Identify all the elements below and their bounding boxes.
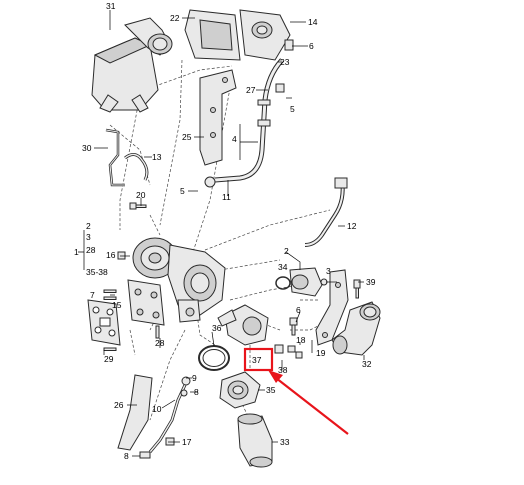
highlight-arrow-line [275,377,349,435]
gasket-ring [198,345,230,371]
hose-33 [237,413,273,468]
callout-1: 1 [74,247,79,257]
callout-15: 15 [112,300,122,310]
callout-23: 23 [280,57,290,67]
sensor-line [105,128,149,187]
highlight-marker [243,347,349,435]
callout-38: 38 [278,365,288,375]
callout-22: 22 [170,13,180,23]
callout-4: 4 [232,134,237,144]
callout-32: 32 [362,359,372,369]
gasket-29 [87,299,121,346]
highlight-arrow-head [268,370,283,383]
callout-27: 27 [246,85,256,95]
catalytic-converter [91,17,173,113]
callout-39: 39 [366,277,376,287]
highlight-box [243,347,274,372]
callout-16: 16 [106,250,116,260]
pipe-assembly [204,39,294,188]
callout-18: 18 [296,335,306,345]
part-35 [219,371,261,409]
turbo-flange [127,279,165,326]
callout-28b: 28 [155,338,165,348]
bracket-19 [315,269,349,346]
callout-6b: 6 [296,305,301,315]
callout-3: 3 [86,232,91,242]
callout-31: 31 [106,1,116,11]
water-pipe [304,177,348,247]
wastegate-actuator [217,304,269,346]
callout-17: 17 [182,437,192,447]
callout-30: 30 [82,143,92,153]
callout-labels: 31 22 14 6 23 27 5 25 4 30 13 12 5 11 20… [74,1,376,461]
callout-36: 36 [212,323,222,333]
bolt-39 [353,279,361,299]
callout-28: 28 [86,245,96,255]
o-ring-3 [275,276,291,290]
studs [103,251,160,351]
callout-6: 6 [309,41,314,51]
callout-5: 5 [290,104,295,114]
callout-37: 37 [252,355,262,365]
bolts-18 [274,317,303,359]
callout-29: 29 [104,354,114,364]
callout-5b: 5 [180,186,185,196]
callout-26: 26 [114,400,124,410]
bolt [129,202,147,210]
heat-shield [184,9,291,61]
callout-9: 9 [192,373,197,383]
leader-lines [78,10,365,457]
actuator-34 [289,267,328,297]
callout-12: 12 [347,221,357,231]
elbow-pipe [331,301,381,356]
callout-10: 10 [152,404,162,414]
callout-11: 11 [222,192,231,202]
callout-8: 8 [194,387,199,397]
callout-7: 7 [90,290,95,300]
oil-line [139,376,191,459]
callout-13: 13 [152,152,162,162]
callout-3b: 3 [326,266,331,276]
callout-35: 35 [266,385,276,395]
callout-35-38: 35-38 [86,267,108,277]
heat-shield-26 [117,374,153,451]
callout-2: 2 [86,221,91,231]
callout-33: 33 [280,437,290,447]
callout-14: 14 [308,17,318,27]
callout-20: 20 [136,190,146,200]
bracket [199,69,237,166]
callout-25: 25 [182,132,192,142]
callout-19: 19 [316,348,326,358]
turbocharger [132,237,226,323]
callout-8b: 8 [124,451,129,461]
callout-2b: 2 [284,246,289,256]
callout-34: 34 [278,262,288,272]
